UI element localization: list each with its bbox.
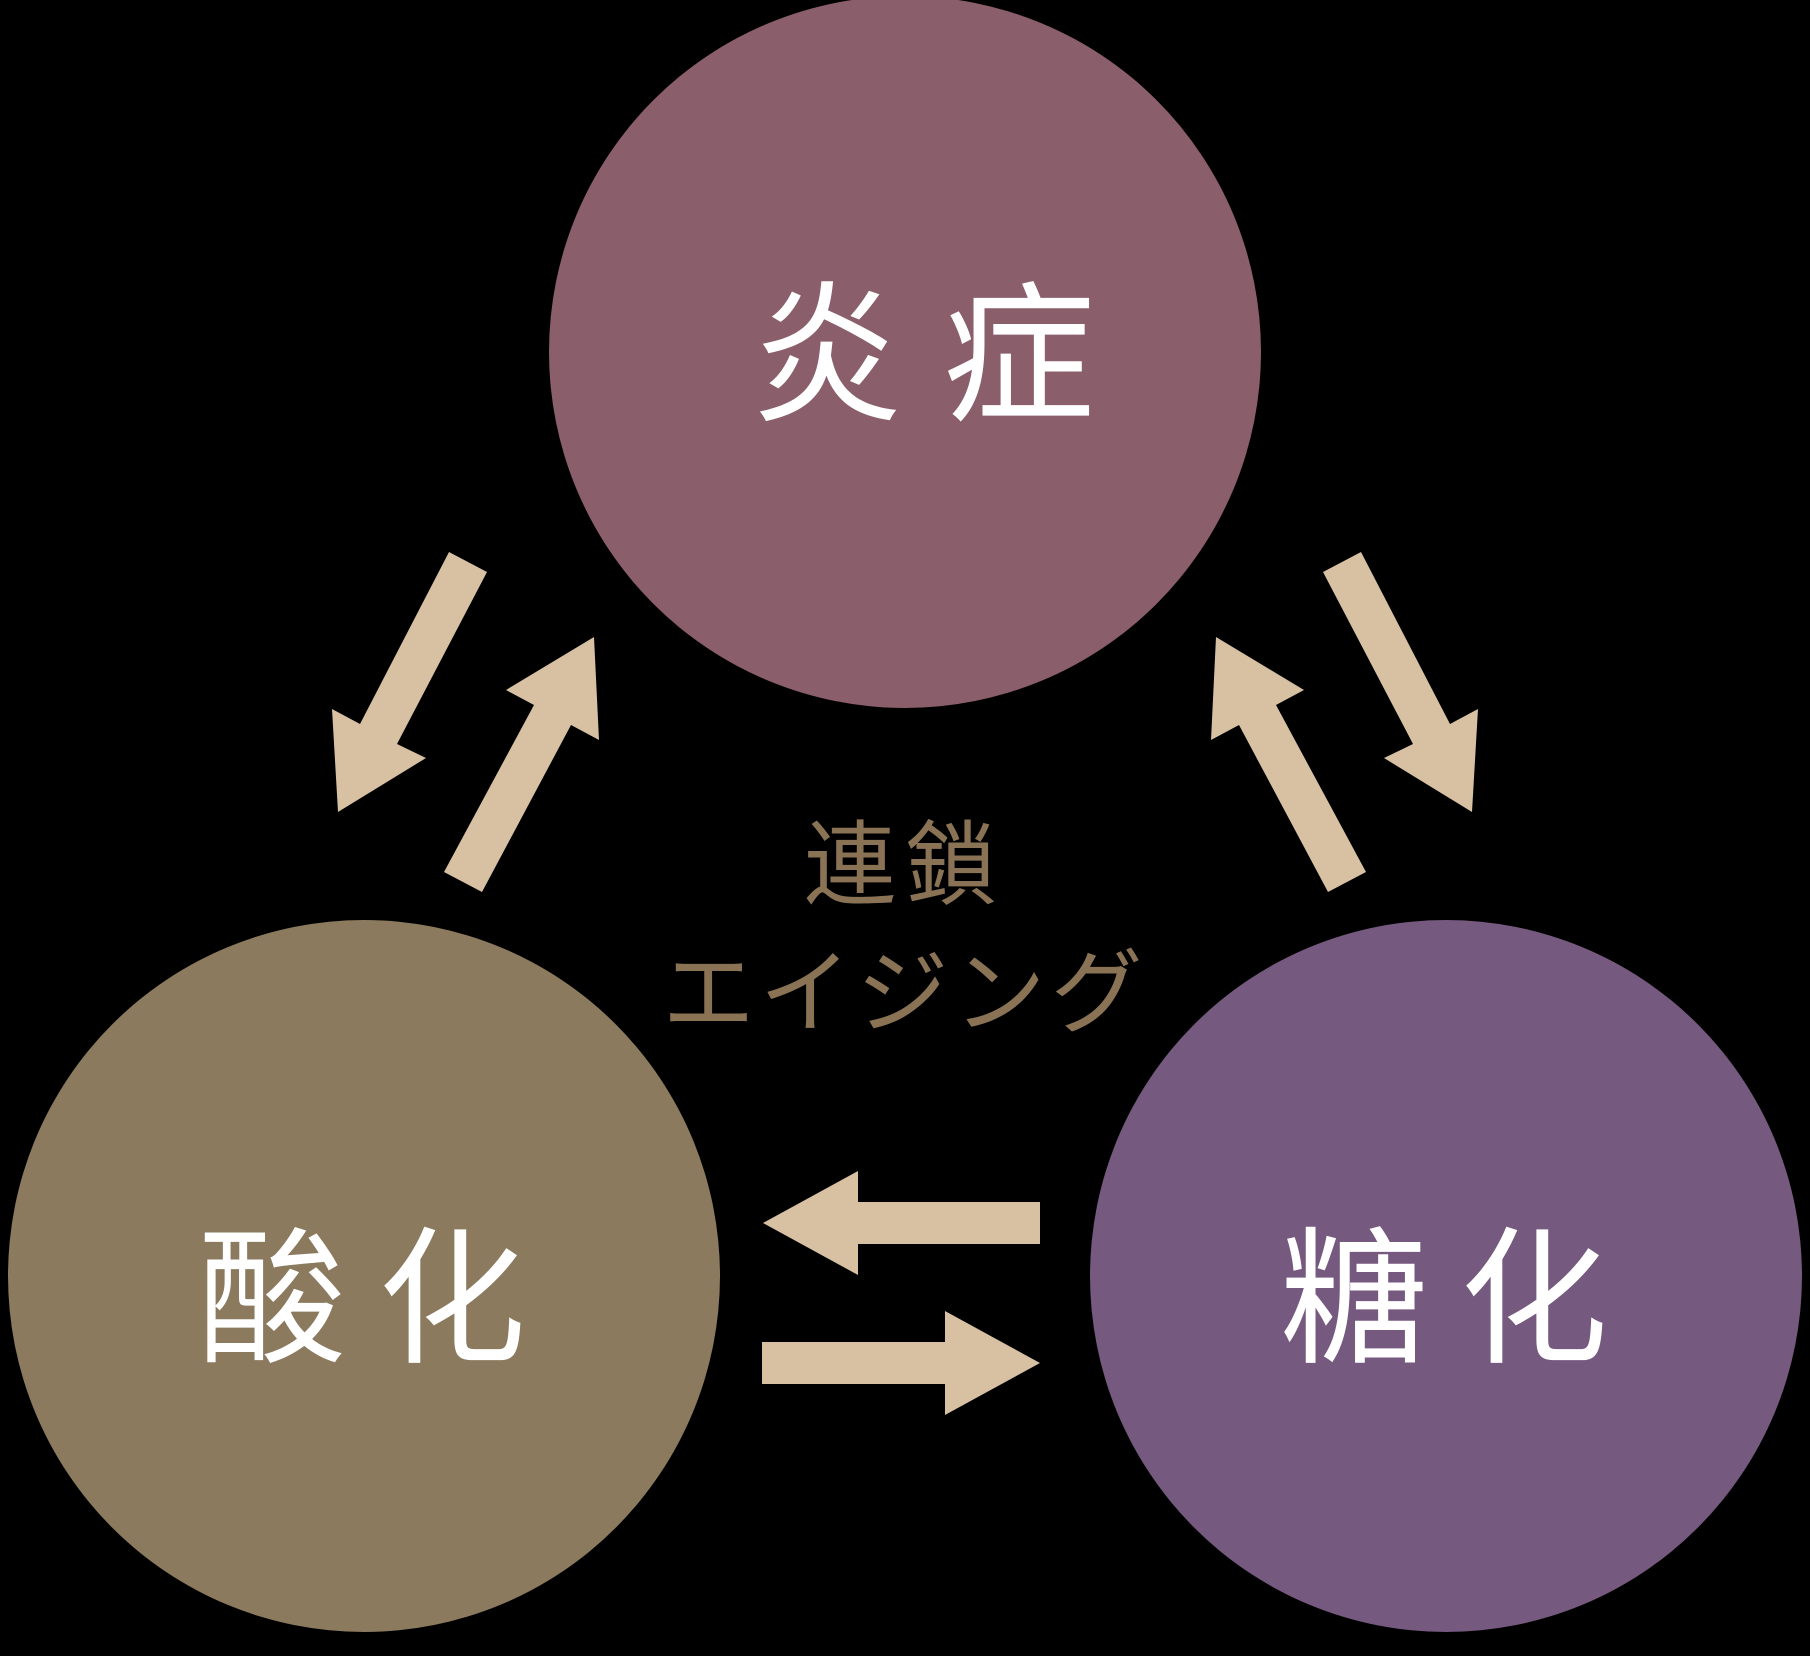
arrow-oxidation-to-glycation-icon <box>762 1311 1040 1415</box>
caption-line-chain: 連鎖 <box>803 815 1006 917</box>
circle-oxidation: 酸化 <box>8 920 720 1632</box>
arrow-inflammation-to-glycation-icon <box>1323 552 1478 812</box>
circle-inflammation: 炎症 <box>549 0 1261 708</box>
circle-oxidation-label: 酸化 <box>198 1220 558 1384</box>
caption-line-aging: エイジング <box>662 943 1148 1045</box>
circle-glycation: 糖化 <box>1090 920 1802 1632</box>
arrow-inflammation-to-oxidation-icon <box>332 552 487 812</box>
circle-inflammation-label: 炎症 <box>751 274 1135 442</box>
circle-glycation-label: 糖化 <box>1280 1220 1640 1384</box>
arrow-glycation-to-oxidation-icon <box>763 1171 1040 1275</box>
